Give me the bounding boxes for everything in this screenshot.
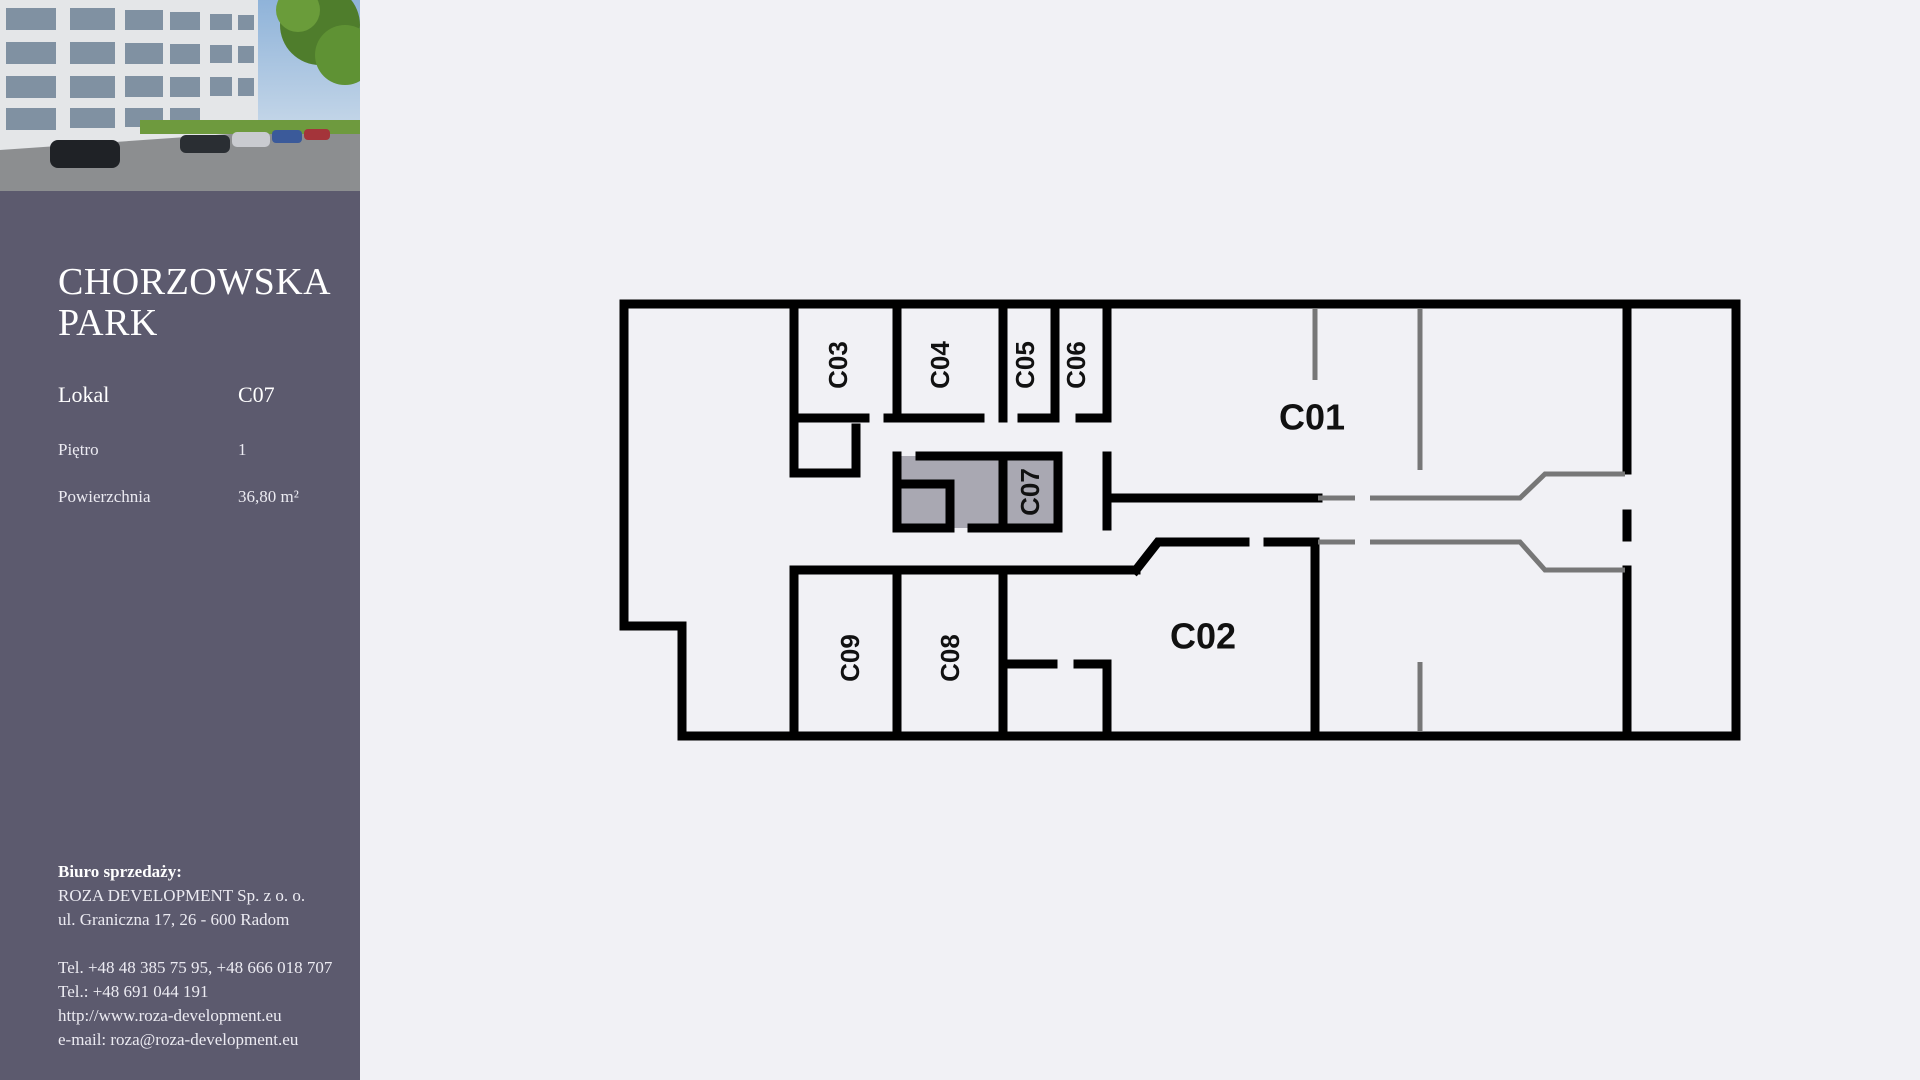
contact-spacer — [58, 932, 358, 956]
sales-office-contact: Biuro sprzedaży: ROZA DEVELOPMENT Sp. z … — [58, 860, 358, 1052]
project-title-line2: PARK — [58, 302, 158, 344]
unit-c06-label[interactable]: C06 — [1061, 341, 1091, 389]
contact-address: ul. Graniczna 17, 26 - 600 Radom — [58, 910, 290, 929]
contact-email-link[interactable]: e-mail: roza@roza-development.eu — [58, 1030, 299, 1049]
contact-company: ROZA DEVELOPMENT Sp. z o. o. — [58, 886, 306, 905]
project-title-line1: CHORZOWSKA — [58, 261, 332, 303]
unit-c03-label[interactable]: C03 — [823, 341, 853, 389]
unit-value: C07 — [238, 382, 275, 407]
project-title: CHORZOWSKA PARK — [58, 262, 331, 344]
partitions — [1312, 308, 1625, 732]
contact-phone-2: Tel.: +48 691 044 191 — [58, 982, 209, 1001]
unit-c08-label[interactable]: C08 — [935, 634, 965, 682]
unit-c05-label[interactable]: C05 — [1010, 341, 1040, 389]
building-photo-image — [0, 0, 360, 191]
sidebar: CHORZOWSKA PARK Lokal C07 Piętro 1 Powie… — [0, 0, 360, 1080]
contact-website-link[interactable]: http://www.roza-development.eu — [58, 1006, 282, 1025]
unit-label: Lokal — [58, 382, 110, 407]
unit-c07-label[interactable]: C07 — [1015, 468, 1045, 516]
area-value: 36,80 m² — [238, 487, 299, 506]
floor-plan: C03 C04 C05 C06 C07 C01 C02 C09 C08 — [619, 299, 1741, 741]
floor-label: Piętro — [58, 440, 99, 459]
unit-c07-highlight[interactable] — [896, 456, 1058, 528]
unit-c09-label[interactable]: C09 — [835, 634, 865, 682]
unit-c01-label[interactable]: C01 — [1279, 397, 1345, 438]
unit-c04-label[interactable]: C04 — [925, 341, 955, 389]
unit-c02-label[interactable]: C02 — [1170, 616, 1236, 657]
area-label: Powierzchnia — [58, 487, 151, 506]
contact-phone-1: Tel. +48 48 385 75 95, +48 666 018 707 — [58, 958, 333, 977]
walls — [619, 299, 1741, 741]
contact-heading: Biuro sprzedaży: — [58, 862, 182, 881]
building-photo — [0, 0, 360, 191]
floor-value: 1 — [238, 440, 247, 459]
